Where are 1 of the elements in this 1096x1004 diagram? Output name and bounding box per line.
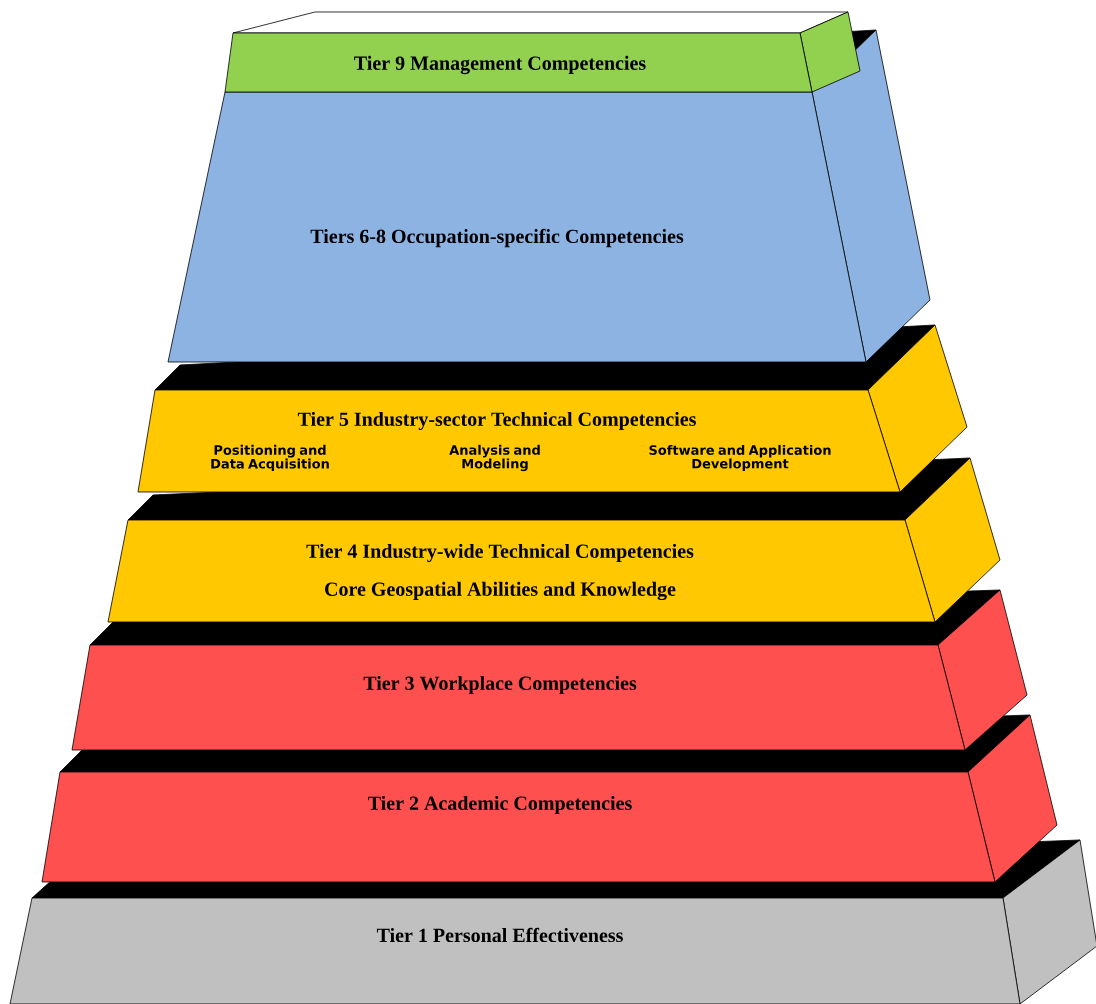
tier-band: Tier 9 Management Competencies <box>224 11 861 93</box>
